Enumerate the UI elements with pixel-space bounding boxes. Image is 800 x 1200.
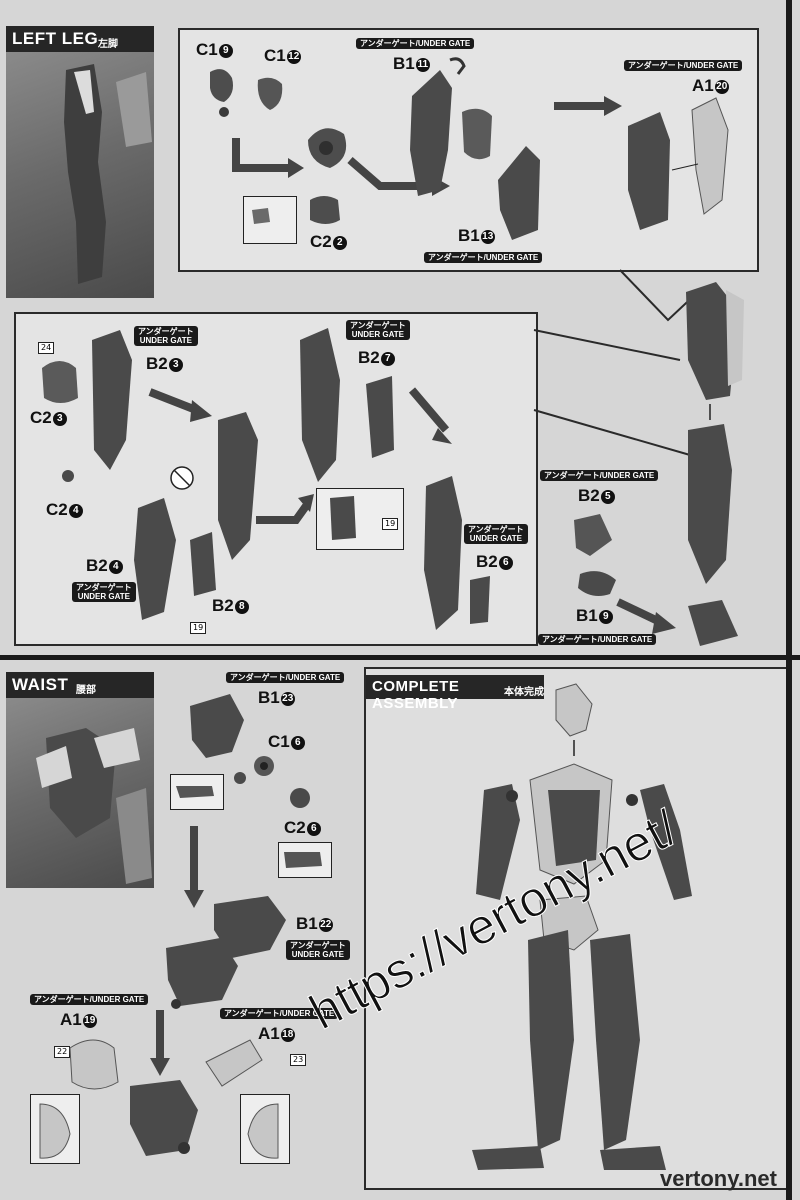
waist-title: WAIST	[12, 675, 69, 694]
complete-assembly-title: COMPLETE ASSEMBLY	[372, 678, 460, 712]
left-leg-jp-title: 左脚	[98, 39, 118, 50]
under-gate-label-b1-9: アンダーゲート/UNDER GATE	[538, 634, 657, 645]
under-gate-label-a1-19: アンダーゲート/UNDER GATE	[30, 994, 149, 1005]
section-divider	[0, 655, 800, 660]
waist-jp-title: 腰部	[76, 685, 96, 696]
ref-19-a: 19	[190, 622, 207, 634]
ref-22: 22	[54, 1046, 71, 1058]
watermark-footer: vertony.net	[660, 1166, 777, 1191]
complete-assembly-jp-title: 本体完成	[504, 687, 544, 698]
ref-23: 23	[290, 1054, 307, 1066]
right-margin-bar	[786, 0, 792, 1200]
under-gate-label-a1-20: アンダーゲート/UNDER GATE	[624, 60, 743, 71]
under-gate-label-b2-5: アンダーゲート/UNDER GATE	[540, 470, 659, 481]
waist-photo-shape	[36, 728, 152, 884]
complete-assembly-header: COMPLETE ASSEMBLY 本体完成	[366, 675, 544, 712]
ref-24: 24	[38, 342, 55, 354]
under-gate-label-a1-18: アンダーゲート/UNDER GATE	[220, 1008, 339, 1019]
left-leg-title: LEFT LEG	[12, 29, 99, 48]
left-leg-header: LEFT LEG 左脚	[6, 26, 154, 52]
under-gate-label-b1-23: アンダーゲート/UNDER GATE	[226, 672, 345, 683]
left-leg-photo-shape	[64, 64, 152, 284]
left-leg-photo	[6, 52, 154, 298]
under-gate-label-b1-13: アンダーゲート/UNDER GATE	[424, 252, 543, 263]
detail-box-c2-2	[243, 196, 297, 244]
waist-photo	[6, 698, 154, 888]
ref-19-b: 19	[382, 518, 399, 530]
under-gate-label-b1-11: アンダーゲート/UNDER GATE	[356, 38, 475, 49]
waist-header: WAIST 腰部	[6, 672, 154, 698]
